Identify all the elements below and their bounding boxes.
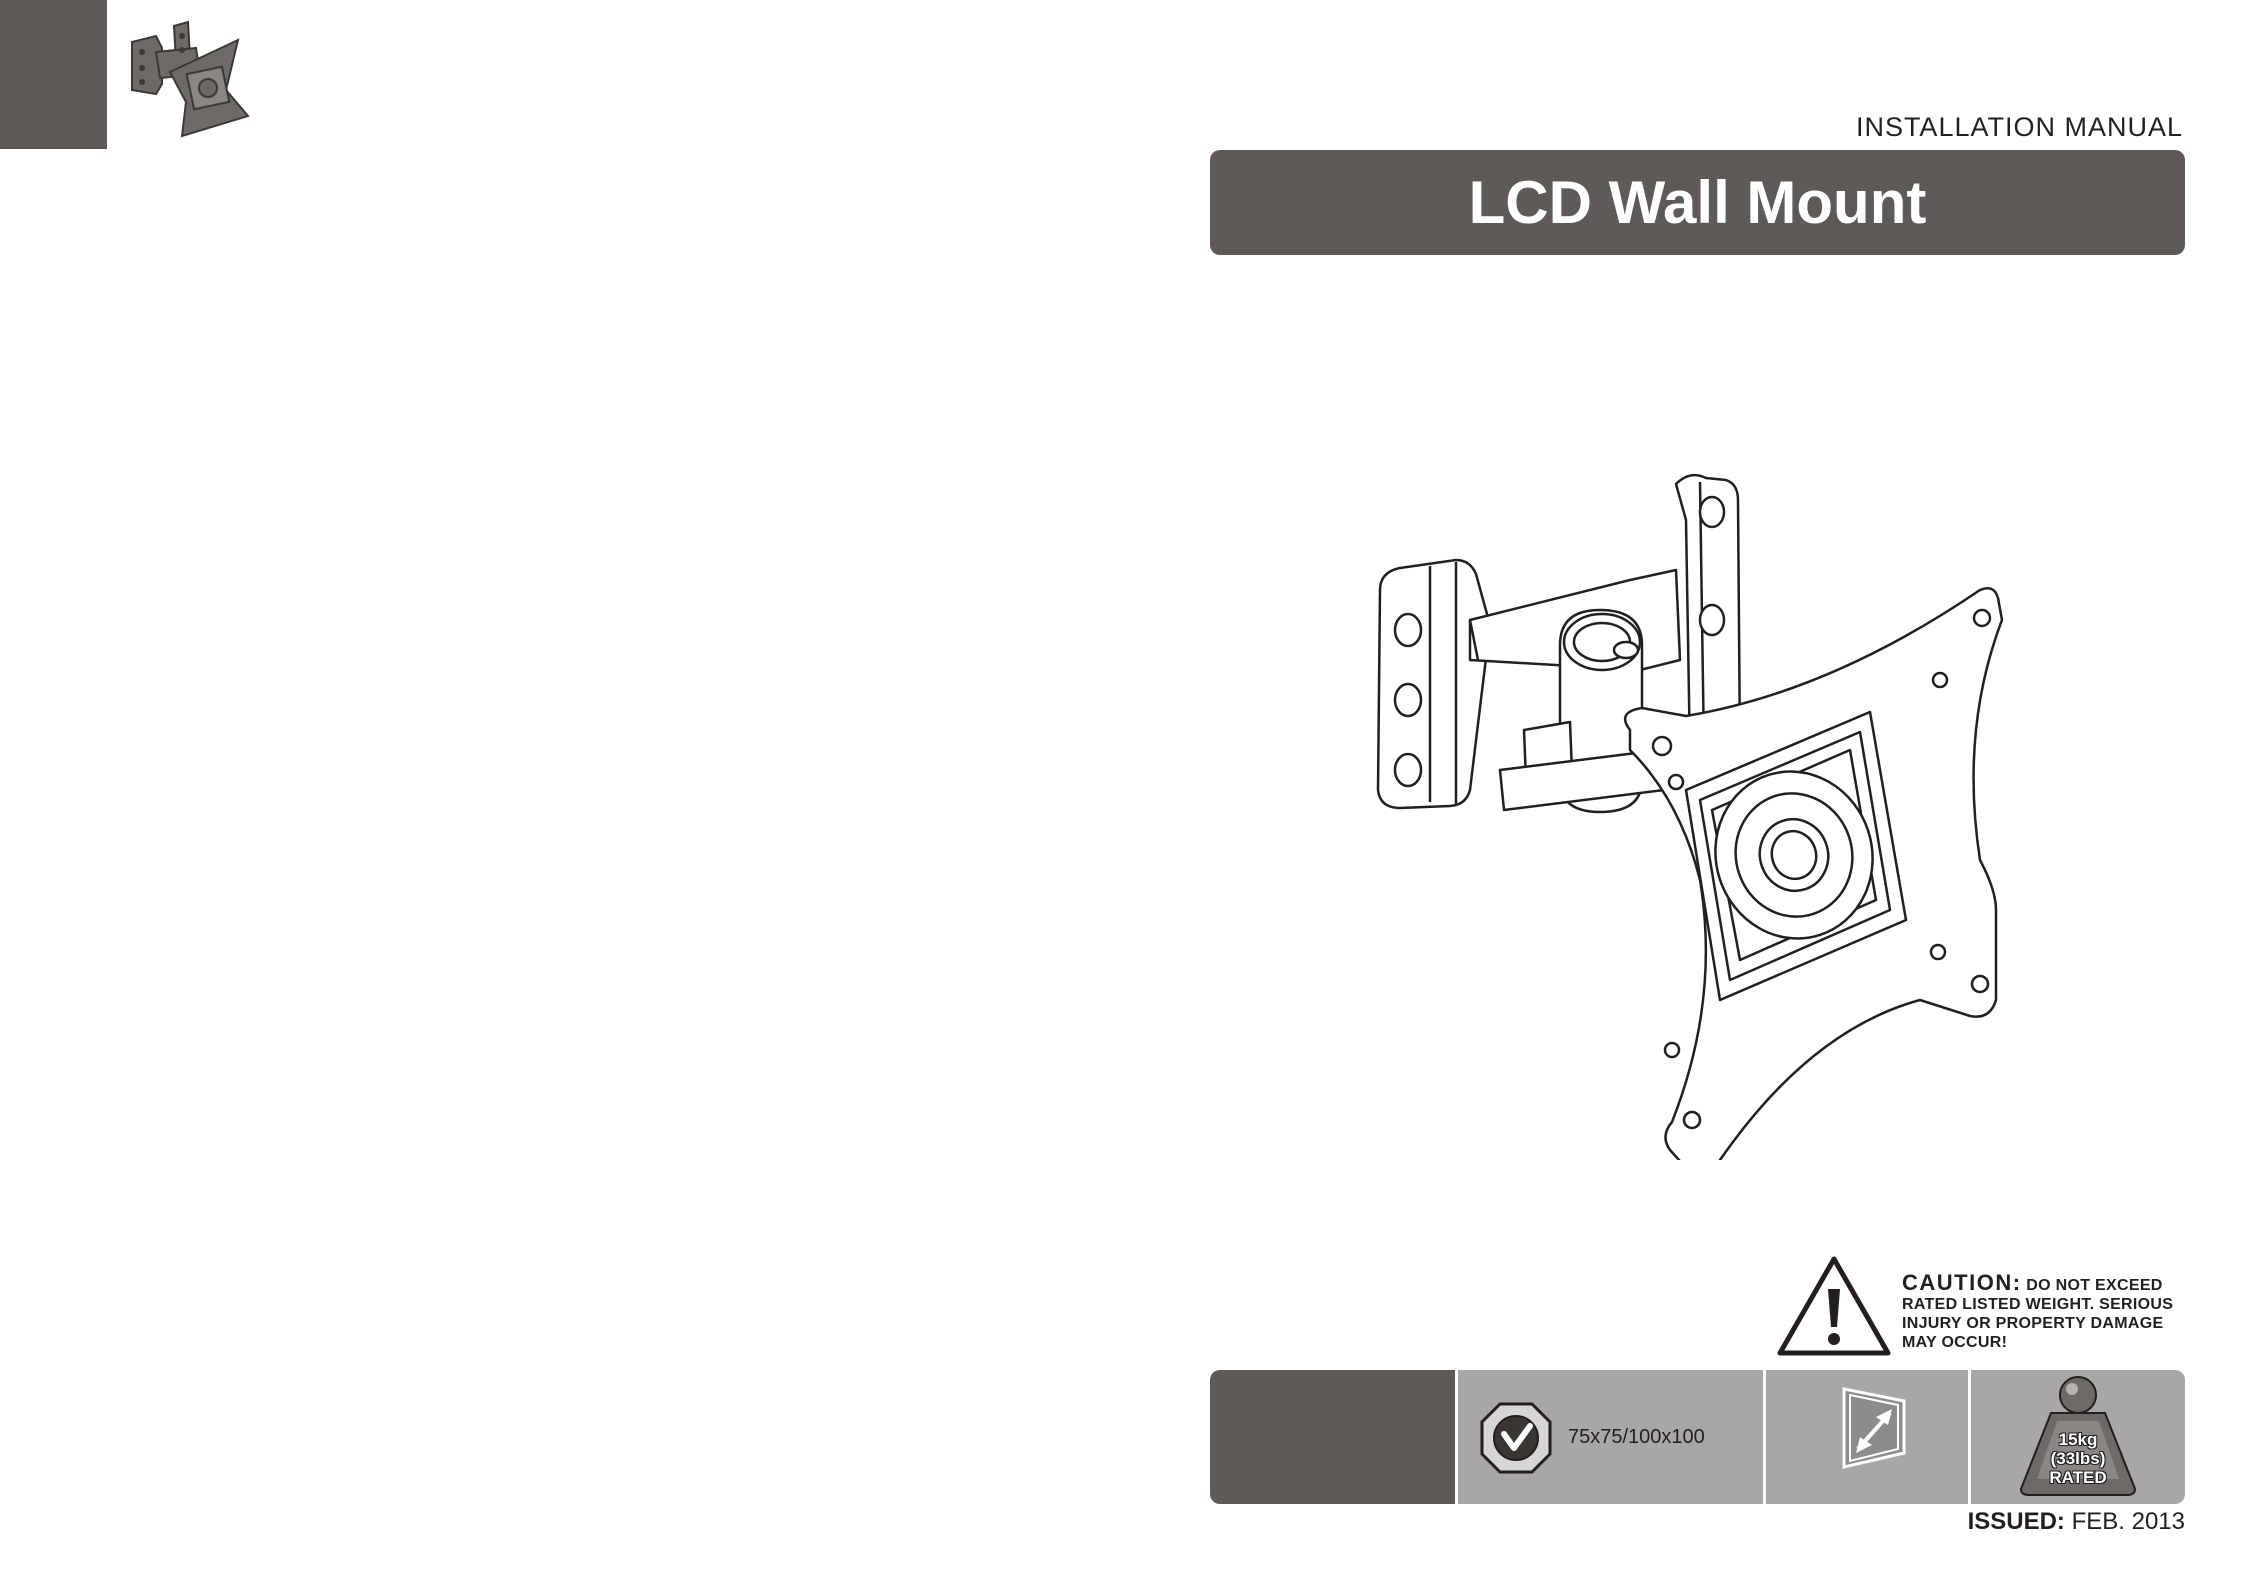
page-title: LCD Wall Mount [1469, 168, 1927, 237]
caution-text: CAUTION: DO NOT EXCEED RATED LISTED WEIG… [1902, 1273, 2202, 1352]
issue-date: ISSUED: FEB. 2013 [1968, 1508, 2185, 1536]
vesa-pattern: 75x75/100x100 [1568, 1426, 1705, 1449]
tilt-arrow-icon [1838, 1383, 1910, 1473]
issued-label: ISSUED: [1968, 1508, 2065, 1535]
wall-mount-illustration [1360, 460, 2040, 1160]
spec-dark-panel [1210, 1370, 1455, 1504]
title-bar: LCD Wall Mount [1210, 150, 2185, 255]
spec-tilt-cell [1763, 1370, 1968, 1504]
corner-block [0, 0, 107, 149]
manual-label: INSTALLATION MANUAL [1856, 112, 2183, 143]
vesa-badge-icon [1478, 1400, 1554, 1476]
caution-notice: CAUTION: DO NOT EXCEED RATED LISTED WEIG… [1776, 1255, 2196, 1365]
spec-bar: 75x75/100x100 15kg (33lbs) RATED [1210, 1370, 2185, 1504]
spec-vesa-cell: 75x75/100x100 [1455, 1370, 1763, 1504]
weight-kg: 15kg [2017, 1430, 2139, 1449]
spec-weight-cell: 15kg (33lbs) RATED [1968, 1370, 2185, 1504]
issued-date: FEB. 2013 [2072, 1508, 2185, 1535]
weight-rating: 15kg (33lbs) RATED [2017, 1430, 2139, 1487]
warning-triangle-icon [1776, 1255, 1892, 1358]
caution-lead: CAUTION: [1902, 1270, 2022, 1295]
weight-rated: RATED [2017, 1468, 2139, 1487]
weight-lbs: (33lbs) [2017, 1449, 2139, 1468]
mount-thumbnail-icon [126, 18, 256, 153]
